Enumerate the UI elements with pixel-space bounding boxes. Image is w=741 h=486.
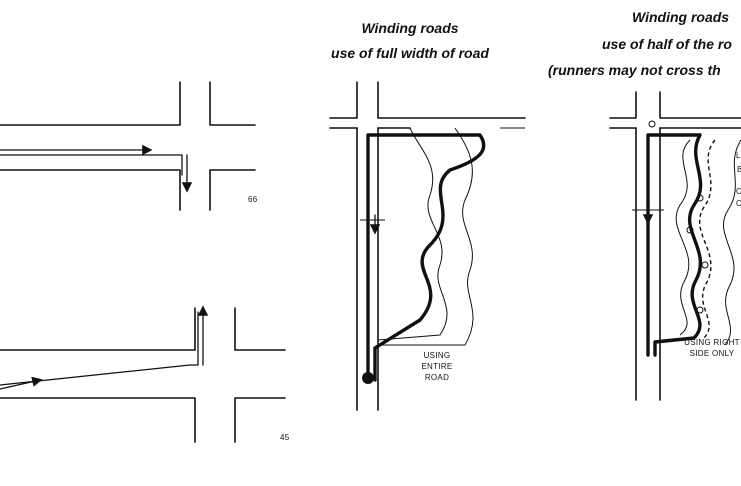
right-label-line1: USING RIGHT [684,338,740,347]
middle-label-line2: ENTIRE [421,362,452,371]
middle-caption-line2: use of full width of road [331,45,489,61]
middle-route [366,133,486,382]
right-caption-line1: Winding roads [632,9,729,25]
middle-caption-line1: Winding roads [361,20,458,36]
right-partial-mark-4: C [736,199,741,208]
left-bottom-figure-mark: 45 [280,433,290,442]
right-route [646,133,703,357]
right-caption-line2: use of half of the ro [602,36,732,52]
middle-label-line3: ROAD [425,373,449,382]
left-bottom-route [0,311,199,386]
middle-label-line1: USING [424,351,451,360]
middle-panel: Winding roads use of full width of road … [329,20,526,411]
left-bottom-intersection: 45 [0,305,290,443]
right-label-line2: SIDE ONLY [690,349,735,358]
left-top-figure-mark: 66 [248,195,258,204]
left-top-intersection: 66 [0,81,258,211]
right-panel: Winding roads use of half of the ro (run… [548,9,741,401]
right-caption-line3: (runners may not cross th [548,62,721,78]
right-partial-mark-2: B [737,165,741,174]
right-partial-mark-1: L [736,151,741,160]
right-partial-mark-3: C [736,187,741,196]
